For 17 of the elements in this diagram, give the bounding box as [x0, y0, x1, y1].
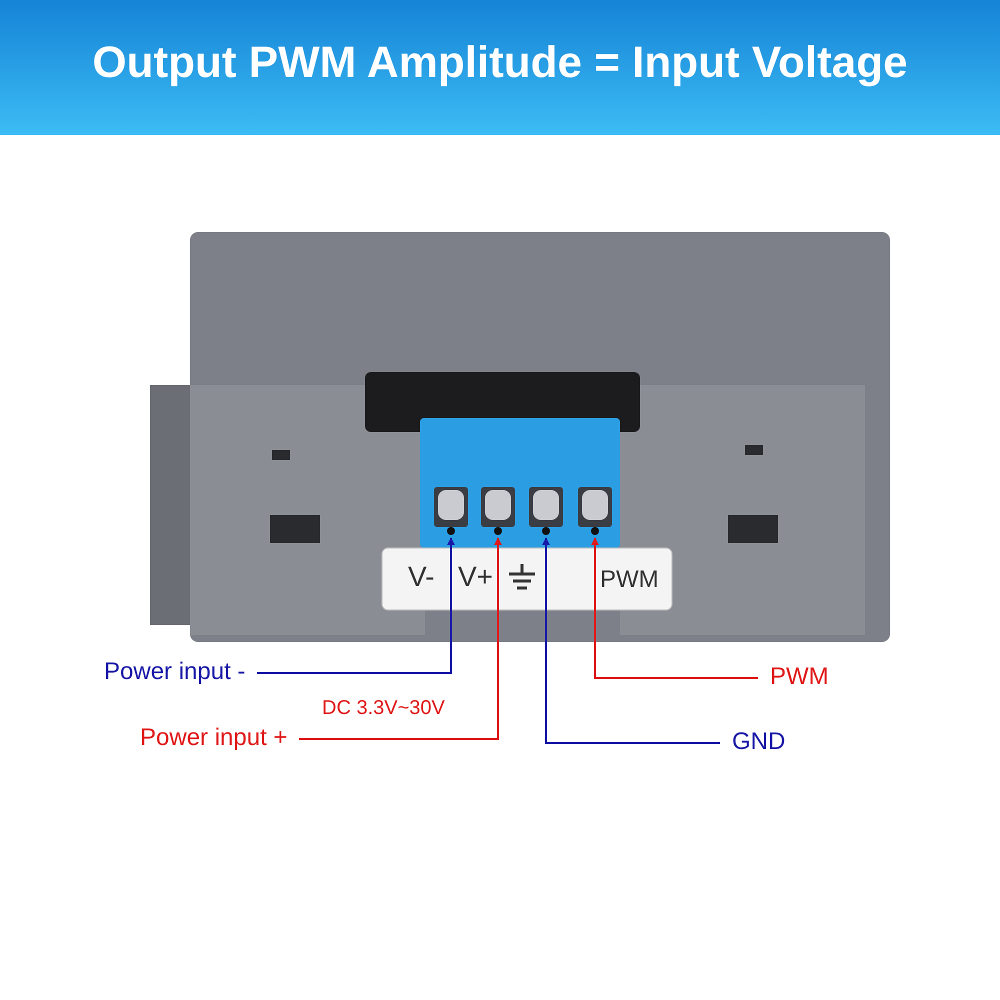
- leader-line: [542, 537, 720, 744]
- terminal-label: Power input -: [104, 657, 246, 687]
- pin-label: V+: [458, 560, 494, 594]
- title: Output PWM Amplitude = Input Voltage: [91, 38, 909, 88]
- screw-terminal: [528, 486, 564, 538]
- terminal-label: PWM: [770, 662, 829, 692]
- terminal-label: GND: [732, 727, 786, 757]
- leader-line: [591, 537, 758, 679]
- screw-terminal: [480, 486, 516, 538]
- pin-label: V-: [408, 560, 434, 594]
- leader-line: [299, 537, 502, 740]
- leader-line: [257, 537, 455, 674]
- pin-label: PWM: [600, 565, 659, 595]
- screw-terminal: [577, 486, 613, 538]
- terminal-label: Power input +: [140, 723, 288, 753]
- screw-terminal: [433, 486, 469, 538]
- voltage-range-note: DC 3.3V~30V: [322, 696, 445, 721]
